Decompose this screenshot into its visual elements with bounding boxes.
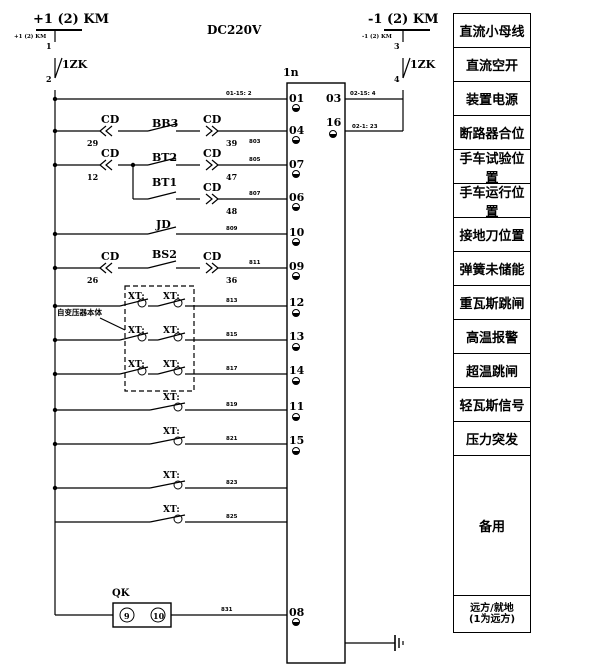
- legend-row: 高温报警: [454, 320, 530, 354]
- legend-row: 装置电源: [454, 82, 530, 116]
- cd-label-2: CD: [203, 113, 222, 126]
- signal-legend-table: 直流小母线 直流空开 装置电源 断路器合位 手车试验位置 手车运行位置 接地刀位…: [453, 13, 531, 633]
- xt-circles: [119, 298, 183, 623]
- bb3-label: BB3: [152, 117, 178, 130]
- legend-row: 直流空开: [454, 48, 530, 82]
- legend-row: 手车运行位置: [454, 184, 530, 220]
- pin-2: 2: [46, 74, 52, 84]
- terminal-09: 09: [289, 260, 304, 273]
- wire-823: 823: [226, 480, 238, 486]
- legend-row: 手车试验位置: [454, 150, 530, 186]
- wire-819: 819: [226, 402, 238, 408]
- bus-negative-label: -1 (2) KM: [368, 12, 439, 27]
- qk-label: QK: [112, 588, 130, 599]
- wire-811: 811: [249, 260, 261, 266]
- xt-label-5: XT:: [163, 427, 180, 437]
- wire-01: 01-15: 2: [226, 91, 252, 97]
- legend-row: 弹簧未储能: [454, 252, 530, 286]
- cd-label-4: CD: [203, 147, 222, 160]
- qk-terminal-9: 9: [124, 611, 130, 621]
- bus-negative-sub: -1 (2) KM: [362, 33, 392, 40]
- supply-voltage: DC220V: [207, 23, 262, 37]
- num-48: 48: [226, 206, 238, 216]
- num-47: 47: [226, 172, 237, 182]
- num-39: 39: [226, 138, 238, 148]
- terminal-03: 03: [326, 92, 341, 105]
- xt-label-1b: XT:: [163, 292, 180, 302]
- transformer-body-label: 自变压器本体: [57, 307, 102, 317]
- breaker-right: 1ZK: [410, 58, 436, 71]
- terminal-10: 10: [289, 226, 305, 239]
- xt-label-3b: XT:: [163, 360, 180, 370]
- terminal-04: 04: [289, 124, 305, 137]
- terminal-12: 12: [289, 296, 304, 309]
- pin-3: 3: [394, 41, 400, 51]
- cd-label-6: CD: [101, 250, 120, 263]
- legend-row: 断路器合位: [454, 116, 530, 150]
- wire-817: 817: [226, 366, 238, 372]
- bs2-label: BS2: [152, 248, 177, 261]
- xt-label-4: XT:: [163, 393, 180, 403]
- cd-connectors: [99, 125, 219, 274]
- wire-825: 825: [226, 514, 238, 520]
- wire-813: 813: [226, 298, 238, 304]
- bt1-label: BT1: [152, 176, 177, 189]
- cd-label-1: CD: [101, 113, 120, 126]
- wire-815: 815: [226, 332, 238, 338]
- bus-positive-sub: +1 (2) KM: [14, 33, 46, 40]
- wire-16: 02-1: 23: [352, 124, 378, 130]
- cd-label-7: CD: [203, 250, 222, 263]
- xt-label-3a: XT:: [128, 360, 145, 370]
- module-terminal-dots: [292, 104, 337, 626]
- legend-row: 重瓦斯跳闸: [454, 286, 530, 320]
- module-label: 1n: [283, 66, 299, 79]
- wire-831: 831: [221, 607, 233, 613]
- terminal-06: 06: [289, 191, 305, 204]
- num-12: 12: [87, 172, 98, 182]
- bt2-label: BT2: [152, 151, 177, 164]
- wire-807: 807: [249, 191, 261, 197]
- legend-row: 接地刀位置: [454, 218, 530, 252]
- terminal-08: 08: [289, 606, 305, 619]
- xt-label-7: XT:: [163, 505, 180, 515]
- legend-row: 压力突发: [454, 422, 530, 456]
- breaker-left: 1ZK: [62, 58, 88, 71]
- xt-label-2a: XT:: [128, 326, 145, 336]
- cd-label-3: CD: [101, 147, 120, 160]
- terminal-14: 14: [289, 364, 305, 377]
- xt-label-1a: XT:: [128, 292, 145, 302]
- legend-row: 超温跳闸: [454, 354, 530, 388]
- junction-dots: [52, 96, 136, 491]
- num-29: 29: [87, 138, 99, 148]
- terminal-15: 15: [289, 434, 304, 447]
- wire-809: 809: [226, 226, 238, 232]
- jd-label: JD: [155, 218, 171, 231]
- num-36: 36: [226, 275, 238, 285]
- num-26: 26: [87, 275, 99, 285]
- legend-row: 轻瓦斯信号: [454, 388, 530, 422]
- xt-label-2b: XT:: [163, 326, 180, 336]
- legend-row-remote-local: 远方/就地 (1为远方): [468, 603, 516, 625]
- wire-821: 821: [226, 436, 238, 442]
- wire-03: 02-15: 4: [350, 91, 376, 97]
- bus-positive-label: +1 (2) KM: [33, 12, 109, 27]
- wire-805: 805: [249, 157, 261, 163]
- pin-4: 4: [394, 74, 400, 84]
- terminal-11: 11: [289, 400, 304, 413]
- pin-1: 1: [46, 41, 52, 51]
- cd-label-5: CD: [203, 181, 222, 194]
- wiring: [36, 29, 430, 664]
- terminal-13: 13: [289, 330, 304, 343]
- terminal-07: 07: [289, 158, 304, 171]
- legend-row: 直流小母线: [454, 14, 530, 48]
- legend-row: 备用: [454, 456, 530, 596]
- xt-label-6: XT:: [163, 471, 180, 481]
- wire-803: 803: [249, 139, 261, 145]
- terminal-01: 01: [289, 92, 304, 105]
- qk-terminal-10: 10: [153, 611, 165, 621]
- terminal-16: 16: [326, 116, 342, 129]
